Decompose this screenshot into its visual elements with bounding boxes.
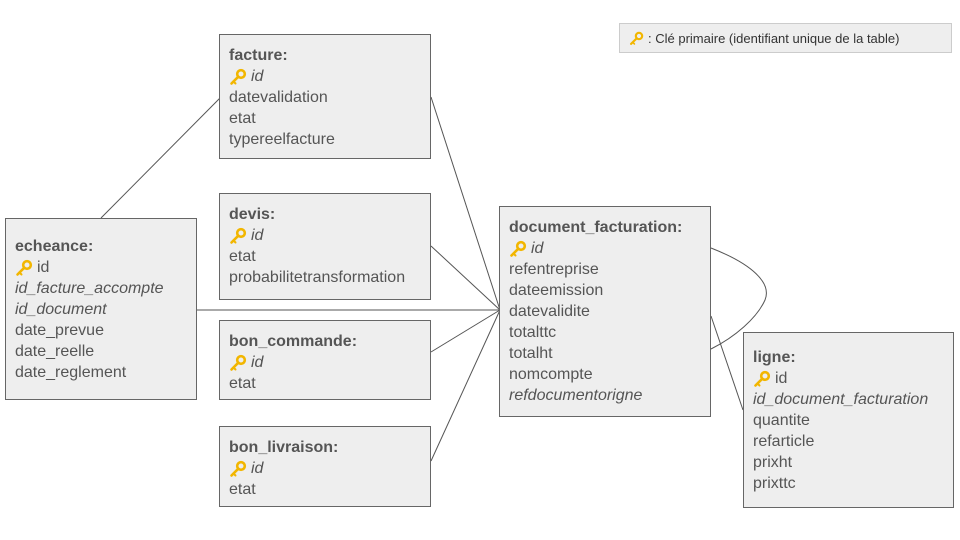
field: probabilitetransformation bbox=[229, 267, 421, 288]
key-icon bbox=[230, 68, 247, 85]
field-name: etat bbox=[229, 248, 256, 265]
table-title: ligne: bbox=[753, 349, 796, 366]
field-name: dateemission bbox=[509, 282, 604, 299]
field: date_reglement bbox=[15, 362, 187, 383]
field-name: quantite bbox=[753, 412, 810, 429]
key-icon bbox=[230, 460, 247, 477]
key-icon bbox=[16, 259, 33, 276]
field: refdocumentorigne bbox=[509, 385, 701, 406]
field-name: id_document bbox=[15, 301, 107, 318]
field-name: id bbox=[775, 370, 788, 387]
field: etat bbox=[229, 373, 421, 394]
field-name: etat bbox=[229, 375, 256, 392]
field: id_facture_accompte bbox=[15, 278, 187, 299]
key-icon bbox=[230, 227, 247, 244]
field: prixht bbox=[753, 452, 944, 473]
primary-key-field: id bbox=[15, 257, 187, 278]
legend-text: : Clé primaire (identifiant unique de la… bbox=[648, 30, 900, 46]
field-name: date_prevue bbox=[15, 322, 104, 339]
table-title: echeance: bbox=[15, 238, 94, 255]
field: datevalidation bbox=[229, 87, 421, 108]
table-title: bon_commande: bbox=[229, 333, 358, 350]
field: datevalidite bbox=[509, 301, 701, 322]
primary-key-field: id bbox=[229, 66, 421, 87]
field: nomcompte bbox=[509, 364, 701, 385]
link-echeance-facture bbox=[100, 96, 222, 219]
table-bon-livraison: bon_livraison: id etat bbox=[219, 426, 431, 507]
field-name: datevalidation bbox=[229, 89, 328, 106]
field-name: id bbox=[37, 259, 50, 276]
link-facture-document bbox=[430, 96, 501, 311]
field-name: id_document_facturation bbox=[753, 391, 929, 408]
table-bon-commande: bon_commande: id etat bbox=[219, 320, 431, 400]
key-icon bbox=[630, 31, 644, 45]
field: date_reelle bbox=[15, 341, 187, 362]
field: date_prevue bbox=[15, 320, 187, 341]
key-icon bbox=[510, 240, 527, 257]
field-name: date_reelle bbox=[15, 343, 95, 360]
field-name: id bbox=[251, 354, 264, 371]
primary-key-field: id bbox=[229, 458, 421, 479]
table-document-facturation: document_facturation: id refentreprise dat… bbox=[499, 206, 711, 417]
primary-key-field: id bbox=[229, 225, 421, 246]
legend: : Clé primaire (identifiant unique de la… bbox=[619, 23, 952, 53]
table-facture: facture: id datevalidation etat typereelfac… bbox=[219, 34, 431, 159]
field: dateemission bbox=[509, 280, 701, 301]
field-name: totalttc bbox=[509, 324, 557, 341]
link-bon-livraison-document bbox=[430, 309, 501, 462]
table-title: devis: bbox=[229, 206, 276, 223]
field-name: prixht bbox=[753, 454, 793, 471]
field-name: id bbox=[251, 227, 264, 244]
field-name: totalht bbox=[509, 345, 553, 362]
field-name: etat bbox=[229, 110, 256, 127]
field-name: refdocumentorigne bbox=[509, 387, 643, 404]
field-name: id bbox=[251, 460, 264, 477]
field: refarticle bbox=[753, 431, 944, 452]
link-devis-document bbox=[430, 245, 501, 311]
field: etat bbox=[229, 479, 421, 500]
link-document-ligne-curve bbox=[710, 247, 767, 350]
field-name: nomcompte bbox=[509, 366, 593, 383]
field: prixttc bbox=[753, 473, 944, 494]
table-title: bon_livraison: bbox=[229, 439, 339, 456]
field: refentreprise bbox=[509, 259, 701, 280]
link-bon-commande-document bbox=[430, 309, 501, 353]
link-document-ligne bbox=[710, 315, 744, 411]
field: id_document bbox=[15, 299, 187, 320]
primary-key-field: id bbox=[753, 368, 944, 389]
table-ligne: ligne: id id_document_facturation quantite… bbox=[743, 332, 954, 508]
field: totalht bbox=[509, 343, 701, 364]
field: quantite bbox=[753, 410, 944, 431]
field: etat bbox=[229, 246, 421, 267]
field-name: refentreprise bbox=[509, 261, 599, 278]
field: totalttc bbox=[509, 322, 701, 343]
table-title: facture: bbox=[229, 47, 288, 64]
table-devis: devis: id etat probabilitetransformation bbox=[219, 193, 431, 300]
field-name: id_facture_accompte bbox=[15, 280, 164, 297]
field-name: typereelfacture bbox=[229, 131, 335, 148]
key-icon bbox=[754, 370, 771, 387]
field: typereelfacture bbox=[229, 129, 421, 150]
field-name: datevalidite bbox=[509, 303, 590, 320]
key-icon bbox=[230, 354, 247, 371]
field: id_document_facturation bbox=[753, 389, 944, 410]
field-name: etat bbox=[229, 481, 256, 498]
primary-key-field: id bbox=[509, 238, 701, 259]
field-name: probabilitetransformation bbox=[229, 269, 406, 286]
field-name: prixttc bbox=[753, 475, 796, 492]
field: etat bbox=[229, 108, 421, 129]
table-title: document_facturation: bbox=[509, 219, 683, 236]
field-name: id bbox=[531, 240, 544, 257]
field-name: refarticle bbox=[753, 433, 815, 450]
field-name: date_reglement bbox=[15, 364, 127, 381]
table-echeance: echeance: id id_facture_accompte id_docume… bbox=[5, 218, 197, 400]
primary-key-field: id bbox=[229, 352, 421, 373]
field-name: id bbox=[251, 68, 264, 85]
